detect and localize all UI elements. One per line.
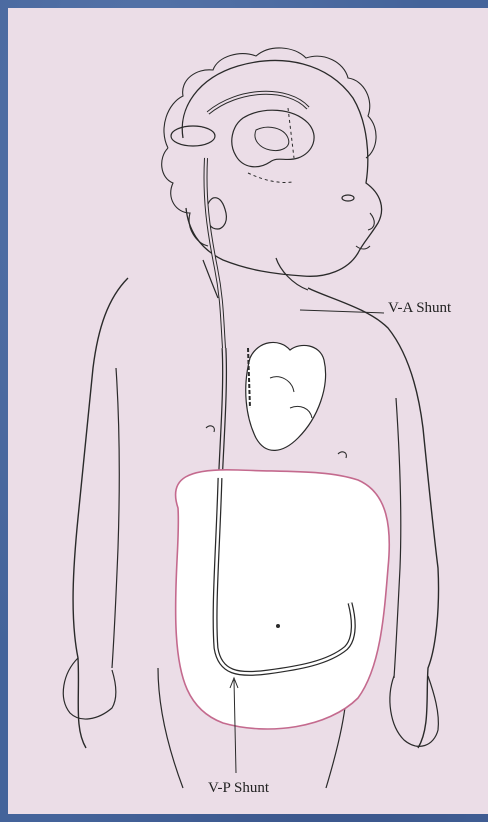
left-arm-inner — [112, 368, 119, 668]
mouth — [356, 246, 370, 249]
eye — [342, 195, 354, 201]
dashed-catheter-head — [248, 173, 293, 183]
ventricle-inner — [255, 127, 289, 150]
va-shunt-label: V-A Shunt — [388, 300, 451, 317]
right-hand — [390, 676, 438, 746]
hair-curls — [162, 48, 376, 246]
nose — [368, 213, 374, 230]
navel — [276, 624, 280, 628]
heart — [246, 342, 326, 450]
right-nipple — [338, 452, 346, 458]
left-hand — [63, 658, 115, 719]
skull-reservoir — [171, 126, 215, 146]
shunt-tube-neck — [205, 158, 224, 348]
dashed-catheter-ventricle — [288, 108, 294, 158]
abdominal-cavity — [176, 470, 390, 729]
vp-shunt-label: V-P Shunt — [208, 780, 269, 797]
left-nipple — [206, 426, 214, 432]
ventricles — [232, 110, 314, 167]
right-arm-inner — [394, 398, 401, 678]
child-shunt-illustration — [8, 8, 488, 814]
va-leader-line — [300, 310, 384, 313]
illustration-panel: V-A Shunt V-P Shunt — [8, 8, 488, 814]
